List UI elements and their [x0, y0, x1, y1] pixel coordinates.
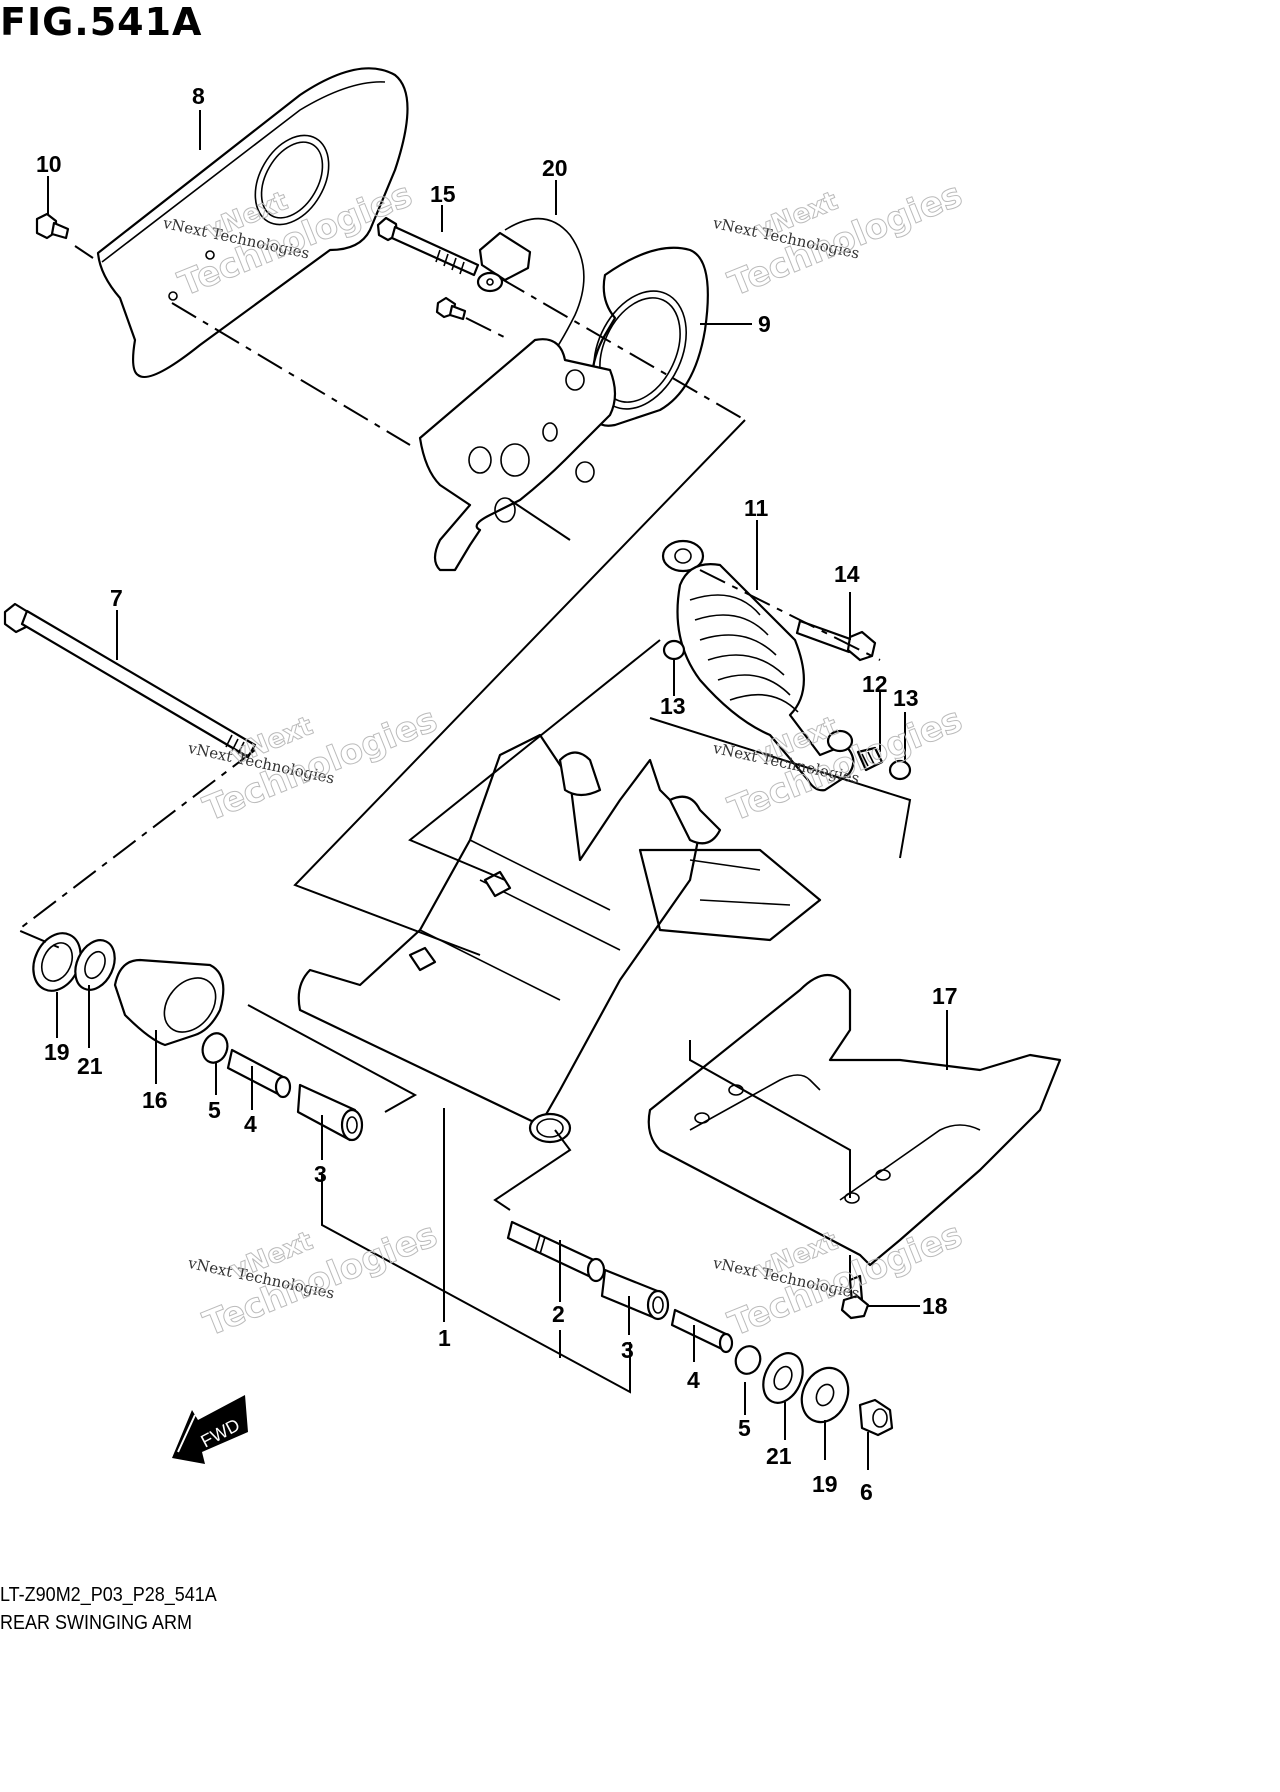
callout-5-left[interactable]: 5: [208, 1097, 221, 1123]
part-spacer-4-left[interactable]: [226, 1048, 292, 1099]
forward-arrow-icon: FWD: [172, 1395, 248, 1464]
part-skid-plate-17[interactable]: [647, 974, 1062, 1267]
part-washer-13-left[interactable]: [662, 639, 686, 661]
callout-12[interactable]: 12: [862, 671, 888, 697]
part-washer-21-left[interactable]: [68, 934, 123, 996]
callout-4-left[interactable]: 4: [244, 1111, 257, 1137]
part-seal-5-left[interactable]: [199, 1030, 232, 1066]
part-washer-13-right[interactable]: [888, 759, 912, 781]
figure-code: LT-Z90M2_P03_P28_541A: [0, 1584, 217, 1606]
part-bolt-18[interactable]: [840, 1274, 870, 1320]
callout-7[interactable]: 6: [860, 1479, 873, 1505]
part-small-bolt[interactable]: [435, 296, 467, 321]
callout-16[interactable]: 16: [142, 1087, 168, 1113]
callout-20[interactable]: 20: [542, 155, 568, 181]
callout-14[interactable]: 14: [834, 561, 860, 587]
part-chain-case-bracket[interactable]: [418, 338, 617, 572]
callout-17[interactable]: 17: [932, 983, 958, 1009]
callout-8[interactable]: 8: [192, 83, 205, 109]
part-bearing-12[interactable]: [856, 746, 884, 772]
callout-leaders: [47, 110, 948, 1470]
callout-6[interactable]: 7: [110, 585, 123, 611]
part-adjuster-cover-16[interactable]: [113, 958, 226, 1047]
part-washer-21-right[interactable]: [756, 1347, 811, 1409]
callout-21-right[interactable]: 21: [766, 1443, 792, 1469]
part-clamp-20[interactable]: [476, 217, 585, 366]
callout-13-left[interactable]: 13: [660, 693, 686, 719]
part-bolt-14[interactable]: [795, 619, 877, 662]
part-washer-19-right[interactable]: [793, 1360, 857, 1429]
callout-3-left[interactable]: 3: [314, 1161, 327, 1187]
callout-19-right[interactable]: 19: [812, 1471, 838, 1497]
assembly-lines: [16, 277, 912, 1280]
part-bolt-10[interactable]: [35, 212, 94, 259]
part-seal-5-right[interactable]: [732, 1343, 764, 1378]
callout-numbers: 8 10 15 20 9 7 11 14 13 12 13 19 21 16 5…: [36, 83, 958, 1505]
callout-13-right[interactable]: 13: [893, 685, 919, 711]
part-nut-7[interactable]: [858, 1398, 894, 1437]
callout-3-right[interactable]: 3: [621, 1337, 634, 1363]
callout-1[interactable]: 1: [438, 1325, 451, 1351]
part-bushing-3-right[interactable]: [600, 1268, 670, 1321]
callout-11[interactable]: 11: [744, 495, 769, 521]
part-bolt-15[interactable]: [376, 216, 480, 277]
part-pivot-shaft-6[interactable]: [3, 602, 257, 759]
figure-name: REAR SWINGING ARM: [0, 1612, 193, 1634]
callout-19-left[interactable]: 19: [44, 1039, 70, 1065]
part-spacer-4-right[interactable]: [670, 1308, 734, 1354]
callout-4-right[interactable]: 4: [687, 1367, 700, 1393]
callout-10[interactable]: 10: [36, 151, 62, 177]
callout-5-right[interactable]: 5: [738, 1415, 751, 1441]
callout-2[interactable]: 2: [552, 1301, 565, 1327]
callout-21-left[interactable]: 21: [77, 1053, 103, 1079]
callout-15[interactable]: 15: [430, 181, 456, 207]
part-swinging-arm-1[interactable]: [297, 733, 822, 1144]
callout-9[interactable]: 9: [758, 311, 771, 337]
figure-title: FIG.541A: [0, 0, 203, 44]
part-shock-absorber-11[interactable]: [661, 539, 855, 792]
part-bushing-3-left[interactable]: [296, 1083, 364, 1142]
part-chain-cover[interactable]: [96, 67, 409, 379]
callout-18[interactable]: 18: [922, 1293, 948, 1319]
part-pivot-collar-2[interactable]: [506, 1220, 606, 1283]
